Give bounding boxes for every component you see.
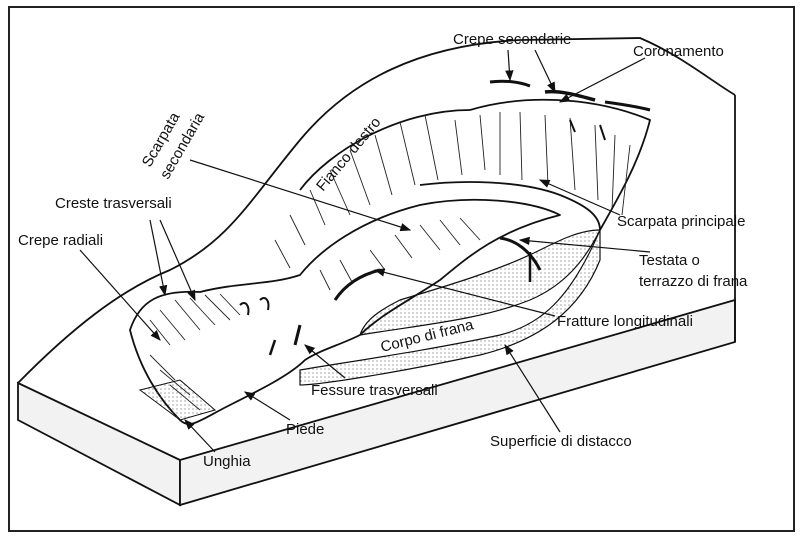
label-fessure-trasversali: Fessure trasversali [311,382,438,399]
body-hatching [149,217,481,411]
label-fratture-longitudinali: Fratture longitudinali [557,313,693,330]
label-superficie-di-distacco: Superficie di distacco [490,433,632,450]
scarp-hatching [274,111,631,269]
label-unghia: Unghia [203,453,251,470]
label-scarpata-principale: Scarpata principale [617,213,745,230]
main-scarp [299,109,601,231]
label-creste-trasversali: Creste trasversali [55,195,172,212]
toe-hatching [138,379,217,421]
label-coronamento: Coronamento [633,43,724,60]
label-crepe-secondarie: Crepe secondarie [453,31,571,48]
label-fianco-destro: Fianco destro [313,114,384,195]
label-testata-line2: terrazzo di frana [639,273,748,290]
label-piede: Piede [286,421,324,438]
slip-surface-lower [299,229,601,386]
label-crepe-radiali: Crepe radiali [18,232,103,249]
crown-edge [469,98,651,231]
label-testata-line1: Testata o [639,252,700,269]
label-arrows [79,49,651,453]
terrain-top-outline [17,37,736,384]
block-side-faces [17,95,736,507]
landslide-body [129,198,561,425]
slip-surface [359,229,601,336]
